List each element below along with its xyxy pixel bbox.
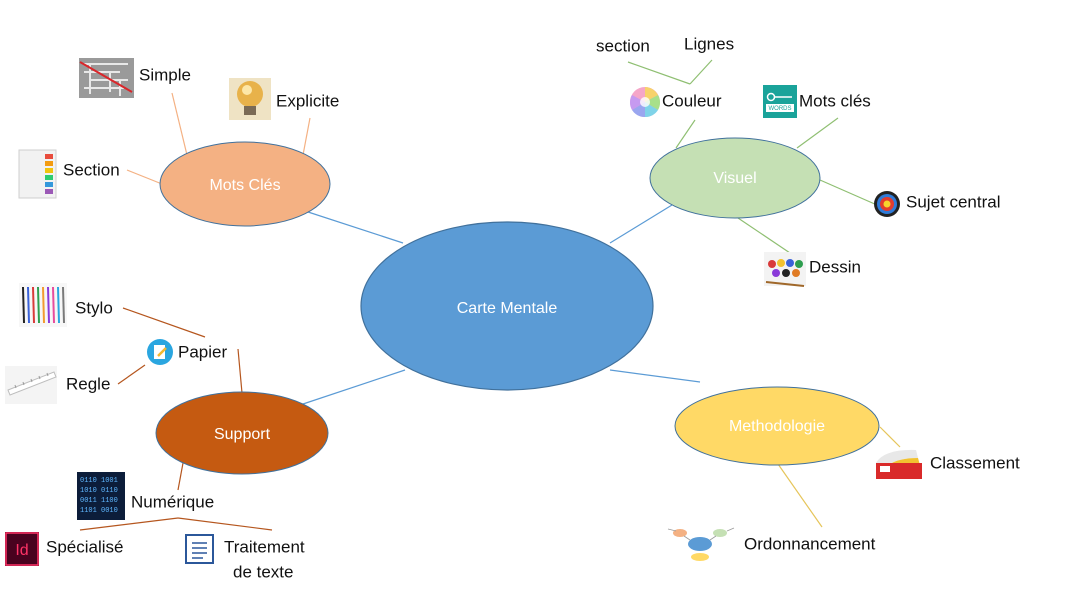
leaf-sujet-central[interactable]: Sujet central (874, 191, 1001, 217)
leaf-classement[interactable]: Classement (876, 449, 1020, 479)
branch-mots-cles-label: Mots Clés (209, 177, 280, 194)
branch-visuel-label: Visuel (713, 170, 756, 187)
binary-code-row-3: 0011 1100 (80, 497, 118, 505)
tab-dividers-icon (18, 149, 57, 199)
branch-methodologie[interactable]: Methodologie (674, 386, 880, 466)
link-support-numerique (177, 462, 184, 491)
words-icon: WORDS (763, 85, 797, 118)
leaf-ordonnancement[interactable]: Ordonnancement (667, 527, 876, 561)
leaf-classement-label: Classement (930, 453, 1020, 472)
words-icon-text: WORDS (769, 106, 792, 112)
leaf-ordonnancement-label: Ordonnancement (744, 534, 876, 553)
color-wheel-icon (629, 87, 661, 118)
center-node[interactable]: Carte Mentale (360, 221, 654, 391)
leaf-sujet-central-label: Sujet central (906, 192, 1001, 211)
link-papier-regle (117, 364, 146, 385)
leaf-numerique-label: Numérique (131, 492, 214, 511)
link-methodologie-ordonnancement (777, 463, 823, 528)
branch-visuel[interactable]: Visuel (649, 137, 821, 219)
leaf-section-visuel[interactable]: section (596, 36, 650, 55)
indesign-icon-text: Id (15, 542, 28, 559)
branch-support[interactable]: Support (155, 391, 329, 475)
ranking-chart-icon (876, 449, 922, 479)
link-couleur-lignes (689, 59, 713, 85)
link-center-visuel (609, 204, 673, 244)
link-mots-cles-section (126, 169, 163, 185)
light-bulb-icon (229, 78, 271, 120)
indesign-icon: Id (5, 532, 39, 566)
leaf-traitement-label-1: Traitement (224, 537, 305, 556)
leaf-stylo-label: Stylo (75, 298, 113, 317)
leaf-lignes-label: Lignes (684, 34, 734, 53)
link-center-support (302, 369, 406, 405)
branch-support-label: Support (214, 426, 271, 443)
link-methodologie-classement (879, 426, 901, 448)
link-papier-stylo (122, 307, 206, 338)
link-numerique-traitement (177, 517, 273, 531)
leaf-regle-label: Regle (66, 374, 110, 393)
link-center-methodologie (609, 369, 701, 383)
leaf-explicite[interactable]: Explicite (229, 78, 339, 120)
branch-methodologie-label: Methodologie (729, 418, 825, 435)
binary-code-row-4: 1101 0010 (80, 507, 118, 515)
link-visuel-couleur (675, 119, 696, 149)
link-visuel-dessin (737, 217, 791, 254)
leaf-papier-label: Papier (178, 342, 227, 361)
leaf-numerique[interactable]: 0110 1001 1010 0110 0011 1100 1101 0010 … (77, 472, 214, 520)
link-couleur-section (627, 61, 691, 85)
target-icon (874, 191, 900, 217)
leaf-couleur[interactable]: Couleur (629, 87, 722, 118)
leaf-dessin-label: Dessin (809, 257, 861, 276)
leaf-section[interactable]: Section (18, 149, 120, 199)
leaf-mots-cles-visuel-label: Mots clés (799, 91, 871, 110)
paper-icon (147, 339, 173, 365)
center-label: Carte Mentale (457, 300, 558, 317)
binary-code-icon: 0110 1001 1010 0110 0011 1100 1101 0010 (77, 472, 125, 520)
leaf-simple[interactable]: Simple (79, 58, 191, 98)
leaf-simple-label: Simple (139, 65, 191, 84)
document-icon (185, 534, 214, 564)
link-visuel-sujet-central (819, 179, 878, 206)
link-support-papier (237, 348, 243, 394)
ruler-icon (5, 366, 57, 404)
leaf-dessin[interactable]: Dessin (764, 252, 861, 287)
leaf-traitement-texte[interactable]: Traitement de texte (185, 534, 305, 581)
leaf-section-label: Section (63, 160, 120, 179)
leaf-couleur-label: Couleur (662, 91, 722, 110)
link-mots-cles-explicite (302, 117, 311, 156)
flow-diagram-icon (667, 527, 735, 561)
leaf-stylo[interactable]: Stylo (19, 283, 113, 327)
maze-icon (79, 58, 134, 98)
paint-set-icon (764, 252, 806, 287)
leaf-specialise[interactable]: Id Spécialisé (5, 532, 124, 566)
leaf-papier[interactable]: Papier (147, 339, 227, 365)
leaf-lignes[interactable]: Lignes (684, 34, 734, 53)
link-visuel-mots-cles (796, 117, 839, 149)
pens-icon (19, 283, 67, 327)
connectors (79, 59, 901, 531)
binary-code-row-2: 1010 0110 (80, 487, 118, 495)
link-mots-cles-simple (171, 92, 188, 156)
leaf-specialise-label: Spécialisé (46, 537, 124, 556)
binary-code-row-1: 0110 1001 (80, 477, 118, 485)
leaf-regle[interactable]: Regle (5, 366, 110, 404)
link-numerique-specialise (79, 517, 179, 531)
leaf-traitement-label-2: de texte (233, 562, 294, 581)
link-center-mots-cles (304, 210, 404, 244)
leaf-section-visuel-label: section (596, 36, 650, 55)
leaf-mots-cles-visuel[interactable]: WORDS Mots clés (763, 85, 871, 118)
leaf-explicite-label: Explicite (276, 91, 339, 110)
branch-mots-cles[interactable]: Mots Clés (159, 141, 331, 227)
